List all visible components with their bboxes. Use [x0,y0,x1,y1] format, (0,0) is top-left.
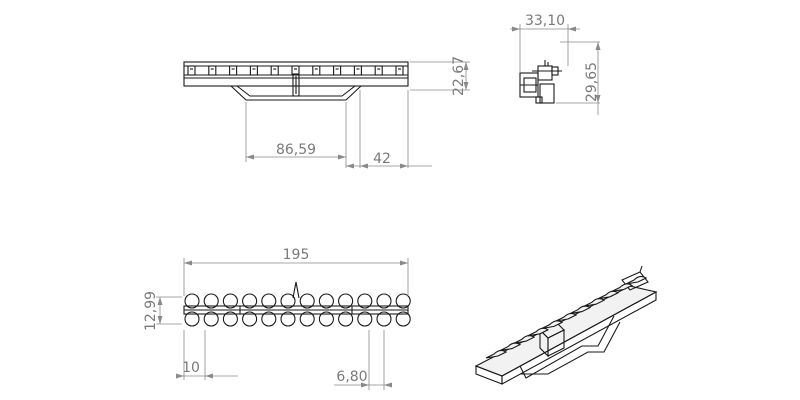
front-tooth [229,65,238,76]
front-tooth [353,65,362,76]
dim-top-length: 195 [283,247,310,263]
top-slot-lower [395,311,411,327]
top-slot-lower [184,311,200,327]
top-slot-upper [242,293,258,309]
top-dim-lines [156,258,409,390]
top-view-part-outline [183,281,411,327]
dim-side-height: 29,65 [584,62,600,102]
top-slot-upper [357,293,373,309]
front-tooth [374,65,383,76]
side-dim-lines [510,24,601,115]
isometric-view [474,265,658,385]
top-slot-upper [203,293,219,309]
front-tooth [291,65,300,76]
top-slot-upper [184,293,200,309]
dim-top-slot-width: 6,80 [336,369,367,385]
front-tooth [333,65,342,76]
top-slot-lower [222,311,238,327]
top-slot-lower [261,311,277,327]
front-view-part-outline [183,61,409,101]
top-slot-upper [222,293,238,309]
front-tooth [312,65,321,76]
top-slot-upper [299,293,315,309]
top-slot-upper [395,293,411,309]
top-slot-lower [299,311,315,327]
dim-top-height: 12,99 [143,291,159,331]
top-slot-upper [261,293,277,309]
dim-front-depth: 86,59 [276,142,316,158]
top-slot-lower [242,311,258,327]
top-slot-lower [338,311,354,327]
top-slot-lower [203,311,219,327]
side-view-part-outline [519,60,562,104]
top-slot-upper [318,293,334,309]
dim-front-offset: 42 [373,151,391,167]
dim-side-width: 33,10 [525,13,565,29]
dim-front-height: 22,67 [451,56,467,96]
side-view: 33,10 29,65 [510,13,601,115]
front-tooth [270,65,279,76]
isometric-finger [625,275,648,285]
top-slot-upper [338,293,354,309]
front-tooth [187,65,196,76]
dim-top-slot-pitch: 10 [182,360,200,376]
top-slot-upper [376,293,392,309]
isometric-fingers [485,275,648,359]
front-view-teeth [187,65,404,76]
top-slot-lower [376,311,392,327]
front-tooth [249,65,258,76]
front-dim-lines [245,61,470,169]
front-view: 86,59 42 22,67 [183,56,470,169]
top-slot-upper [280,293,296,309]
top-slot-lower [280,311,296,327]
top-slot-lower [357,311,373,327]
front-tooth [208,65,217,76]
top-slot-lower [318,311,334,327]
top-view-slots [184,293,411,327]
top-view: 195 12,99 10 6,80 [143,247,411,390]
isometric-part-outline [474,265,658,385]
front-tooth [395,65,404,76]
